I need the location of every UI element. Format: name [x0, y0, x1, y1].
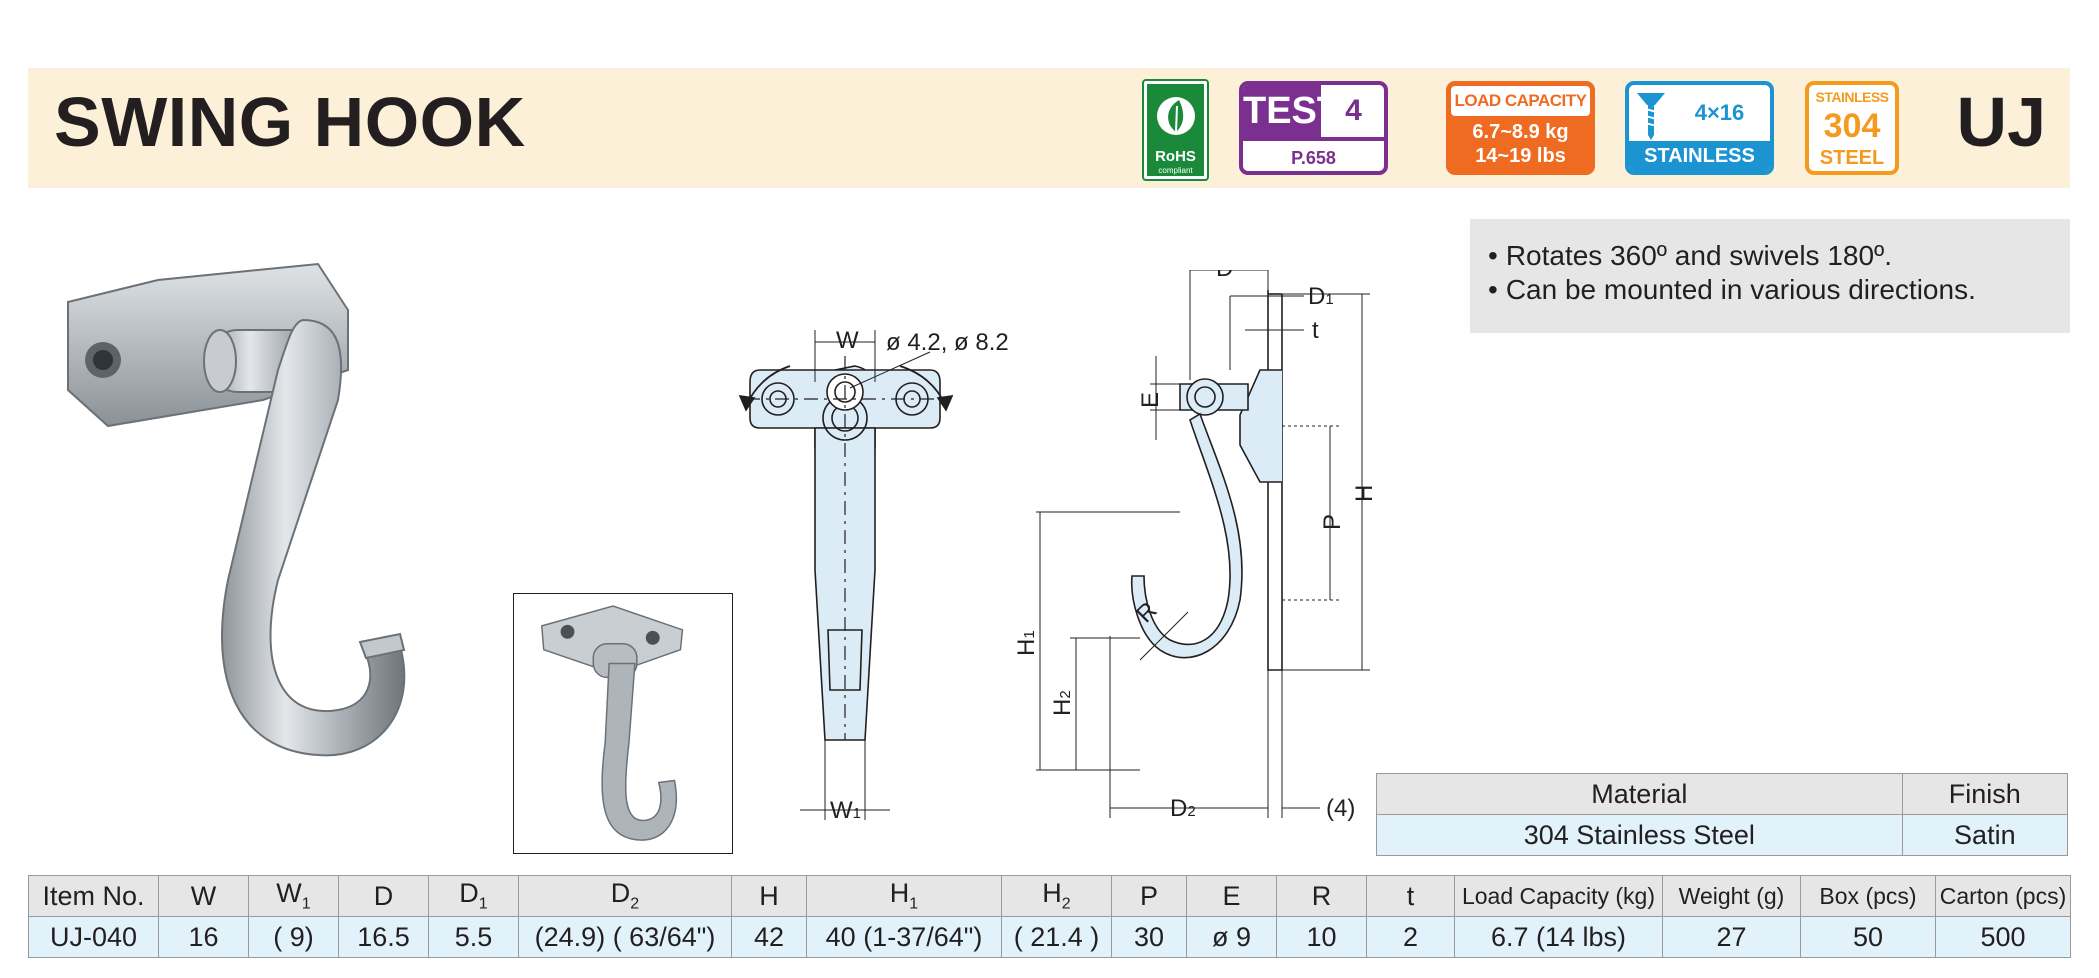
- col-d2: D2: [518, 875, 732, 917]
- dim-four: (4): [1326, 795, 1355, 822]
- cell-h: 42: [731, 916, 807, 958]
- col-d1: D1: [428, 875, 519, 917]
- front-view: W ø 4.2, ø 8.2 W1: [738, 327, 1009, 824]
- dim-d1: D1: [1308, 283, 1334, 310]
- cell-h1: 40 (1-37/64"): [806, 916, 1002, 958]
- material-table: Material Finish 304 Stainless Steel Sati…: [1376, 773, 2069, 856]
- screw-material: STAINLESS: [1629, 141, 1770, 171]
- page-title: SWING HOOK: [54, 83, 526, 161]
- dim-d2: D2: [1170, 795, 1196, 822]
- col-box: Box (pcs): [1800, 875, 1936, 917]
- col-d: D: [338, 875, 429, 917]
- col-item-no: Item No.: [28, 875, 159, 917]
- load-capacity-kg: 6.7~8.9 kg: [1472, 121, 1569, 143]
- cell-w: 16: [158, 916, 249, 958]
- cell-weight: 27: [1662, 916, 1801, 958]
- cell-d2: (24.9) ( 63/64"): [518, 916, 732, 958]
- col-r: R: [1276, 875, 1367, 917]
- col-load-capacity: Load Capacity (kg): [1454, 875, 1663, 917]
- test-divider: [1243, 137, 1384, 141]
- feature-list: Rotates 360º and swivels 180º. Can be mo…: [1470, 219, 2070, 333]
- inset-photo: [540, 605, 684, 841]
- dim-h1: H1: [1013, 630, 1040, 656]
- steel-line2: 304: [1823, 107, 1881, 145]
- cell-load-capacity: 6.7 (14 lbs): [1454, 916, 1663, 958]
- leaf-icon: [1157, 97, 1195, 135]
- screw-icon: [1637, 93, 1665, 140]
- cell-p: 30: [1111, 916, 1187, 958]
- material-value: 304 Stainless Steel: [1376, 814, 1903, 856]
- cell-r: 10: [1276, 916, 1367, 958]
- steel-line3: STEEL: [1819, 147, 1885, 169]
- col-e: E: [1186, 875, 1277, 917]
- finish-header: Finish: [1901, 773, 2069, 815]
- test-page-ref: P.658: [1291, 148, 1336, 168]
- cell-item-no: UJ-040: [28, 916, 159, 958]
- screw-size: 4×16: [1694, 100, 1745, 125]
- col-w: W: [158, 875, 249, 917]
- finish-value: Satin: [1901, 814, 2069, 856]
- dim-e: E: [1137, 392, 1164, 408]
- series-code: UJ: [1956, 83, 2046, 161]
- col-t: t: [1366, 875, 1455, 917]
- cell-w1: ( 9): [248, 916, 339, 958]
- col-p: P: [1111, 875, 1187, 917]
- dim-d: D: [1216, 270, 1233, 282]
- dim-w1: W1: [830, 797, 861, 824]
- dim-w: W: [836, 327, 859, 354]
- col-h1: H1: [806, 875, 1002, 917]
- dim-p: P: [1319, 514, 1346, 530]
- dim-h: H: [1351, 485, 1378, 502]
- feature-item: Can be mounted in various directions.: [1488, 273, 2070, 307]
- cell-e: ø 9: [1186, 916, 1277, 958]
- inset-photo-frame: [513, 593, 733, 854]
- test-badge: TEST 4 P.658: [1239, 81, 1388, 175]
- col-weight: Weight (g): [1662, 875, 1801, 917]
- rohs-label: RoHS: [1155, 148, 1196, 165]
- cell-d1: 5.5: [428, 916, 519, 958]
- cell-t: 2: [1366, 916, 1455, 958]
- col-w1: W1: [248, 875, 339, 917]
- spec-table: Item No. W W1 D D1 D2 H H1 H2 P E R t Lo…: [28, 875, 2071, 958]
- cell-box: 50: [1800, 916, 1936, 958]
- cell-d: 16.5: [338, 916, 429, 958]
- header-band: SWING HOOK RoHS compliant TEST 4 P.658 L…: [28, 68, 2070, 188]
- load-capacity-label: LOAD CAPACITY: [1451, 86, 1590, 116]
- steel-line1: STAINLESS: [1815, 89, 1889, 105]
- rohs-badge: RoHS compliant: [1142, 79, 1209, 181]
- cell-carton: 500: [1935, 916, 2071, 958]
- test-label: TEST: [1243, 85, 1340, 137]
- cell-h2: ( 21.4 ): [1001, 916, 1112, 958]
- col-h: H: [731, 875, 807, 917]
- dim-hole: ø 4.2, ø 8.2: [886, 329, 1009, 356]
- table-row: UJ-040 16 ( 9) 16.5 5.5 (24.9) ( 63/64")…: [28, 916, 2071, 958]
- col-h2: H2: [1001, 875, 1112, 917]
- screw-badge: 4×16 STAINLESS: [1625, 81, 1774, 175]
- col-carton: Carton (pcs): [1935, 875, 2071, 917]
- material-header: Material: [1376, 773, 1903, 815]
- test-number: 4: [1345, 94, 1362, 127]
- spec-header-row: Item No. W W1 D D1 D2 H H1 H2 P E R t Lo…: [28, 875, 2071, 917]
- stainless-304-badge: STAINLESS 304 STEEL: [1805, 81, 1899, 175]
- dim-t: t: [1312, 317, 1319, 344]
- feature-item: Rotates 360º and swivels 180º.: [1488, 239, 2070, 273]
- load-capacity-lbs: 14~19 lbs: [1475, 145, 1566, 167]
- rohs-sub: compliant: [1158, 166, 1193, 175]
- product-photo: [67, 262, 406, 757]
- technical-drawing: W ø 4.2, ø 8.2 W1 D D1 t E P H: [738, 270, 1378, 824]
- dim-h2: H2: [1049, 690, 1076, 716]
- side-view: D D1 t E P H H1 H2 R D2 (4): [1013, 270, 1378, 822]
- load-capacity-badge: LOAD CAPACITY 6.7~8.9 kg 14~19 lbs: [1446, 81, 1595, 175]
